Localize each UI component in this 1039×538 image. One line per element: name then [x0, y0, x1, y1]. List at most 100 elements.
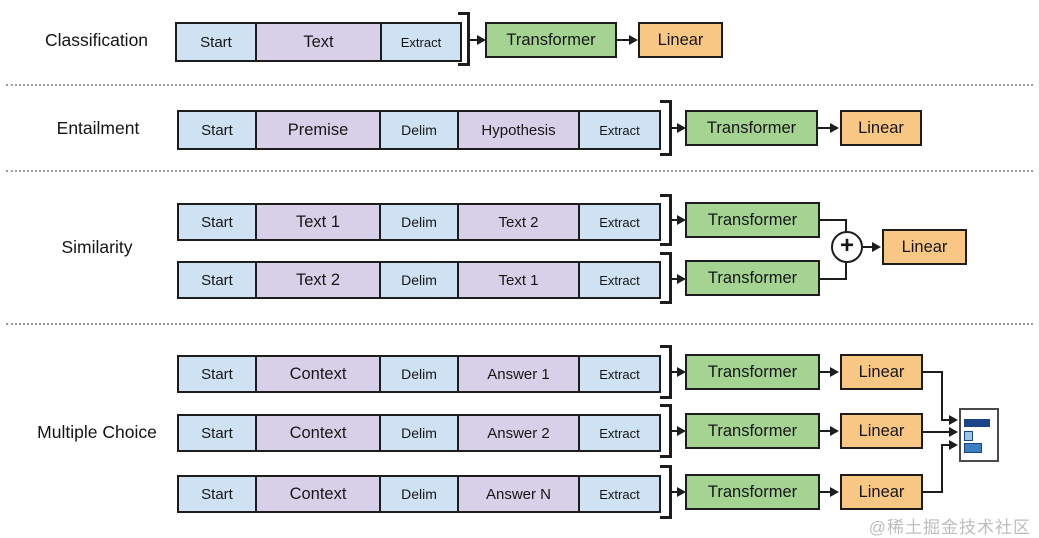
token-bar: Start Premise Delim Hypothesis Extract	[177, 110, 661, 150]
connector-line	[941, 419, 951, 421]
connector-line	[845, 219, 847, 233]
cell-start: Start	[177, 24, 255, 60]
arrowhead-icon	[830, 367, 839, 377]
arrowhead-icon	[477, 35, 486, 45]
arrowhead-icon	[677, 426, 686, 436]
arrowhead-icon	[830, 426, 839, 436]
cell-start: Start	[179, 263, 255, 297]
cell-context: Context	[255, 477, 379, 511]
cell-extract: Extract	[578, 416, 659, 450]
transformer-box: Transformer	[685, 413, 820, 449]
connector-line	[672, 127, 678, 129]
cell-start: Start	[179, 357, 255, 391]
cell-start: Start	[179, 205, 255, 239]
connector-line	[672, 278, 678, 280]
arrowhead-icon	[872, 242, 881, 252]
linear-box: Linear	[840, 110, 922, 146]
token-bar: Start Text 1 Delim Text 2 Extract	[177, 203, 661, 241]
linear-box: Linear	[840, 354, 923, 390]
section-label-entailment: Entailment	[56, 118, 140, 138]
watermark: @稀土掘金技术社区	[868, 518, 1031, 537]
bracket	[660, 345, 672, 399]
bracket	[660, 194, 672, 246]
cell-extract: Extract	[578, 357, 659, 391]
transformer-box: Transformer	[685, 354, 820, 390]
connector-line	[845, 262, 847, 279]
cell-text: Text	[255, 24, 380, 60]
arrowhead-icon	[949, 427, 958, 437]
cell-answer-2: Answer 2	[457, 416, 578, 450]
arrowhead-icon	[949, 440, 958, 450]
token-bar: Start Context Delim Answer N Extract	[177, 475, 661, 513]
token-bar: Start Context Delim Answer 1 Extract	[177, 355, 661, 393]
cell-extract: Extract	[380, 24, 460, 60]
connector-line	[923, 431, 950, 433]
transformer-box: Transformer	[685, 110, 818, 146]
cell-delim: Delim	[379, 205, 457, 239]
cell-start: Start	[179, 112, 255, 148]
arrowhead-icon	[830, 123, 839, 133]
arrowhead-icon	[677, 123, 686, 133]
output-bar-chart-icon	[959, 408, 999, 462]
connector-line	[820, 430, 832, 432]
connector-line	[863, 246, 873, 248]
linear-box: Linear	[840, 413, 923, 449]
connector-line	[923, 371, 943, 373]
transformer-box: Transformer	[485, 22, 617, 58]
bracket	[660, 100, 672, 156]
token-bar: Start Text Extract	[175, 22, 462, 62]
connector-line	[672, 430, 678, 432]
linear-box: Linear	[840, 474, 923, 510]
cell-start: Start	[179, 477, 255, 511]
cell-delim: Delim	[379, 112, 457, 148]
bracket	[660, 252, 672, 304]
arrowhead-icon	[677, 215, 686, 225]
transformer-box: Transformer	[685, 474, 820, 510]
cell-extract: Extract	[578, 205, 659, 239]
connector-line	[923, 491, 943, 493]
section-label-classification: Classification	[44, 30, 149, 50]
cell-answer-1: Answer 1	[457, 357, 578, 391]
connector-line	[820, 371, 832, 373]
connector-line	[818, 127, 831, 129]
arrowhead-icon	[949, 415, 958, 425]
connector-line	[941, 371, 943, 421]
arrowhead-icon	[830, 487, 839, 497]
cell-extract: Extract	[578, 112, 659, 148]
cell-delim: Delim	[379, 477, 457, 511]
arrowhead-icon	[677, 367, 686, 377]
arrowhead-icon	[629, 35, 638, 45]
token-bar: Start Text 2 Delim Text 1 Extract	[177, 261, 661, 299]
cell-start: Start	[179, 416, 255, 450]
connector-line	[820, 491, 832, 493]
linear-box: Linear	[638, 22, 723, 58]
connector-line	[820, 219, 847, 221]
cell-delim: Delim	[379, 263, 457, 297]
token-bar: Start Context Delim Answer 2 Extract	[177, 414, 661, 452]
cell-text-2: Text 2	[457, 205, 578, 239]
cell-premise: Premise	[255, 112, 379, 148]
connector-line	[941, 445, 943, 493]
linear-box: Linear	[882, 229, 967, 265]
bracket	[458, 12, 470, 66]
connector-line	[672, 219, 678, 221]
cell-answer-n: Answer N	[457, 477, 578, 511]
chart-bar	[964, 419, 990, 427]
cell-text-2: Text 2	[255, 263, 379, 297]
connector-line	[617, 39, 630, 41]
dotted-separator	[6, 170, 1033, 172]
cell-extract: Extract	[578, 477, 659, 511]
bracket	[660, 404, 672, 458]
dotted-separator	[6, 84, 1033, 86]
sum-plus-node: +	[831, 231, 863, 263]
cell-context: Context	[255, 357, 379, 391]
section-label-multiple-choice: Multiple Choice	[37, 422, 157, 442]
arrowhead-icon	[677, 274, 686, 284]
section-label-similarity: Similarity	[61, 237, 133, 257]
transformer-box: Transformer	[685, 260, 820, 296]
connector-line	[470, 39, 478, 41]
cell-delim: Delim	[379, 416, 457, 450]
cell-context: Context	[255, 416, 379, 450]
bracket	[660, 465, 672, 519]
transformer-box: Transformer	[685, 202, 820, 238]
